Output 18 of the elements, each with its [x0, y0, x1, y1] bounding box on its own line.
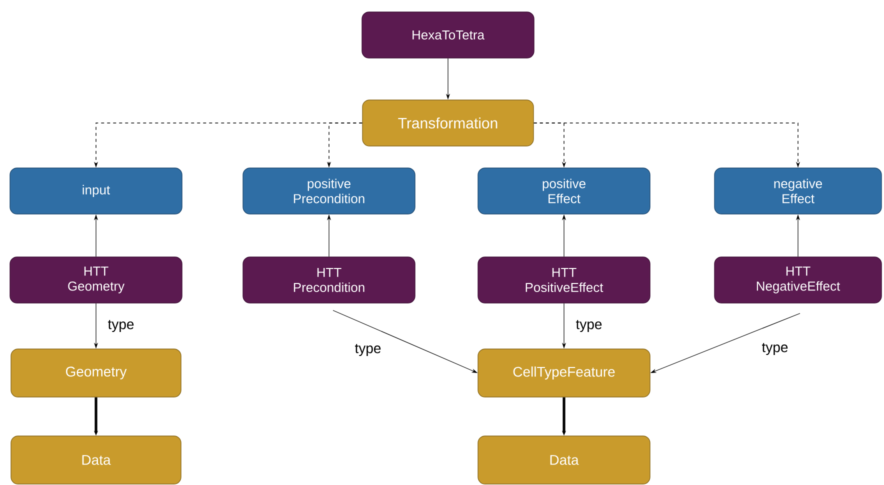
- role-box: input: [10, 168, 182, 214]
- class-box: HTT Geometry: [10, 256, 182, 304]
- edge-label: type: [574, 319, 604, 333]
- type-box: Transformation: [362, 100, 534, 146]
- role-box: positive Effect: [478, 168, 650, 214]
- class-box: HTT PositiveEffect: [478, 256, 650, 304]
- role-box: positive Precondition: [242, 168, 416, 214]
- edge-label: type: [106, 319, 136, 333]
- type-box: Geometry: [10, 348, 182, 398]
- class-box: HexaToTetra: [362, 12, 534, 58]
- class-box: HTT NegativeEffect: [714, 256, 882, 304]
- edge-label: type: [354, 343, 382, 357]
- role-box: negative Effect: [714, 168, 882, 214]
- type-box: Data: [478, 436, 650, 484]
- type-box: CellTypeFeature: [478, 348, 650, 398]
- class-box: HTT Precondition: [242, 256, 416, 304]
- edge-label: type: [760, 342, 790, 356]
- type-box: Data: [10, 436, 182, 484]
